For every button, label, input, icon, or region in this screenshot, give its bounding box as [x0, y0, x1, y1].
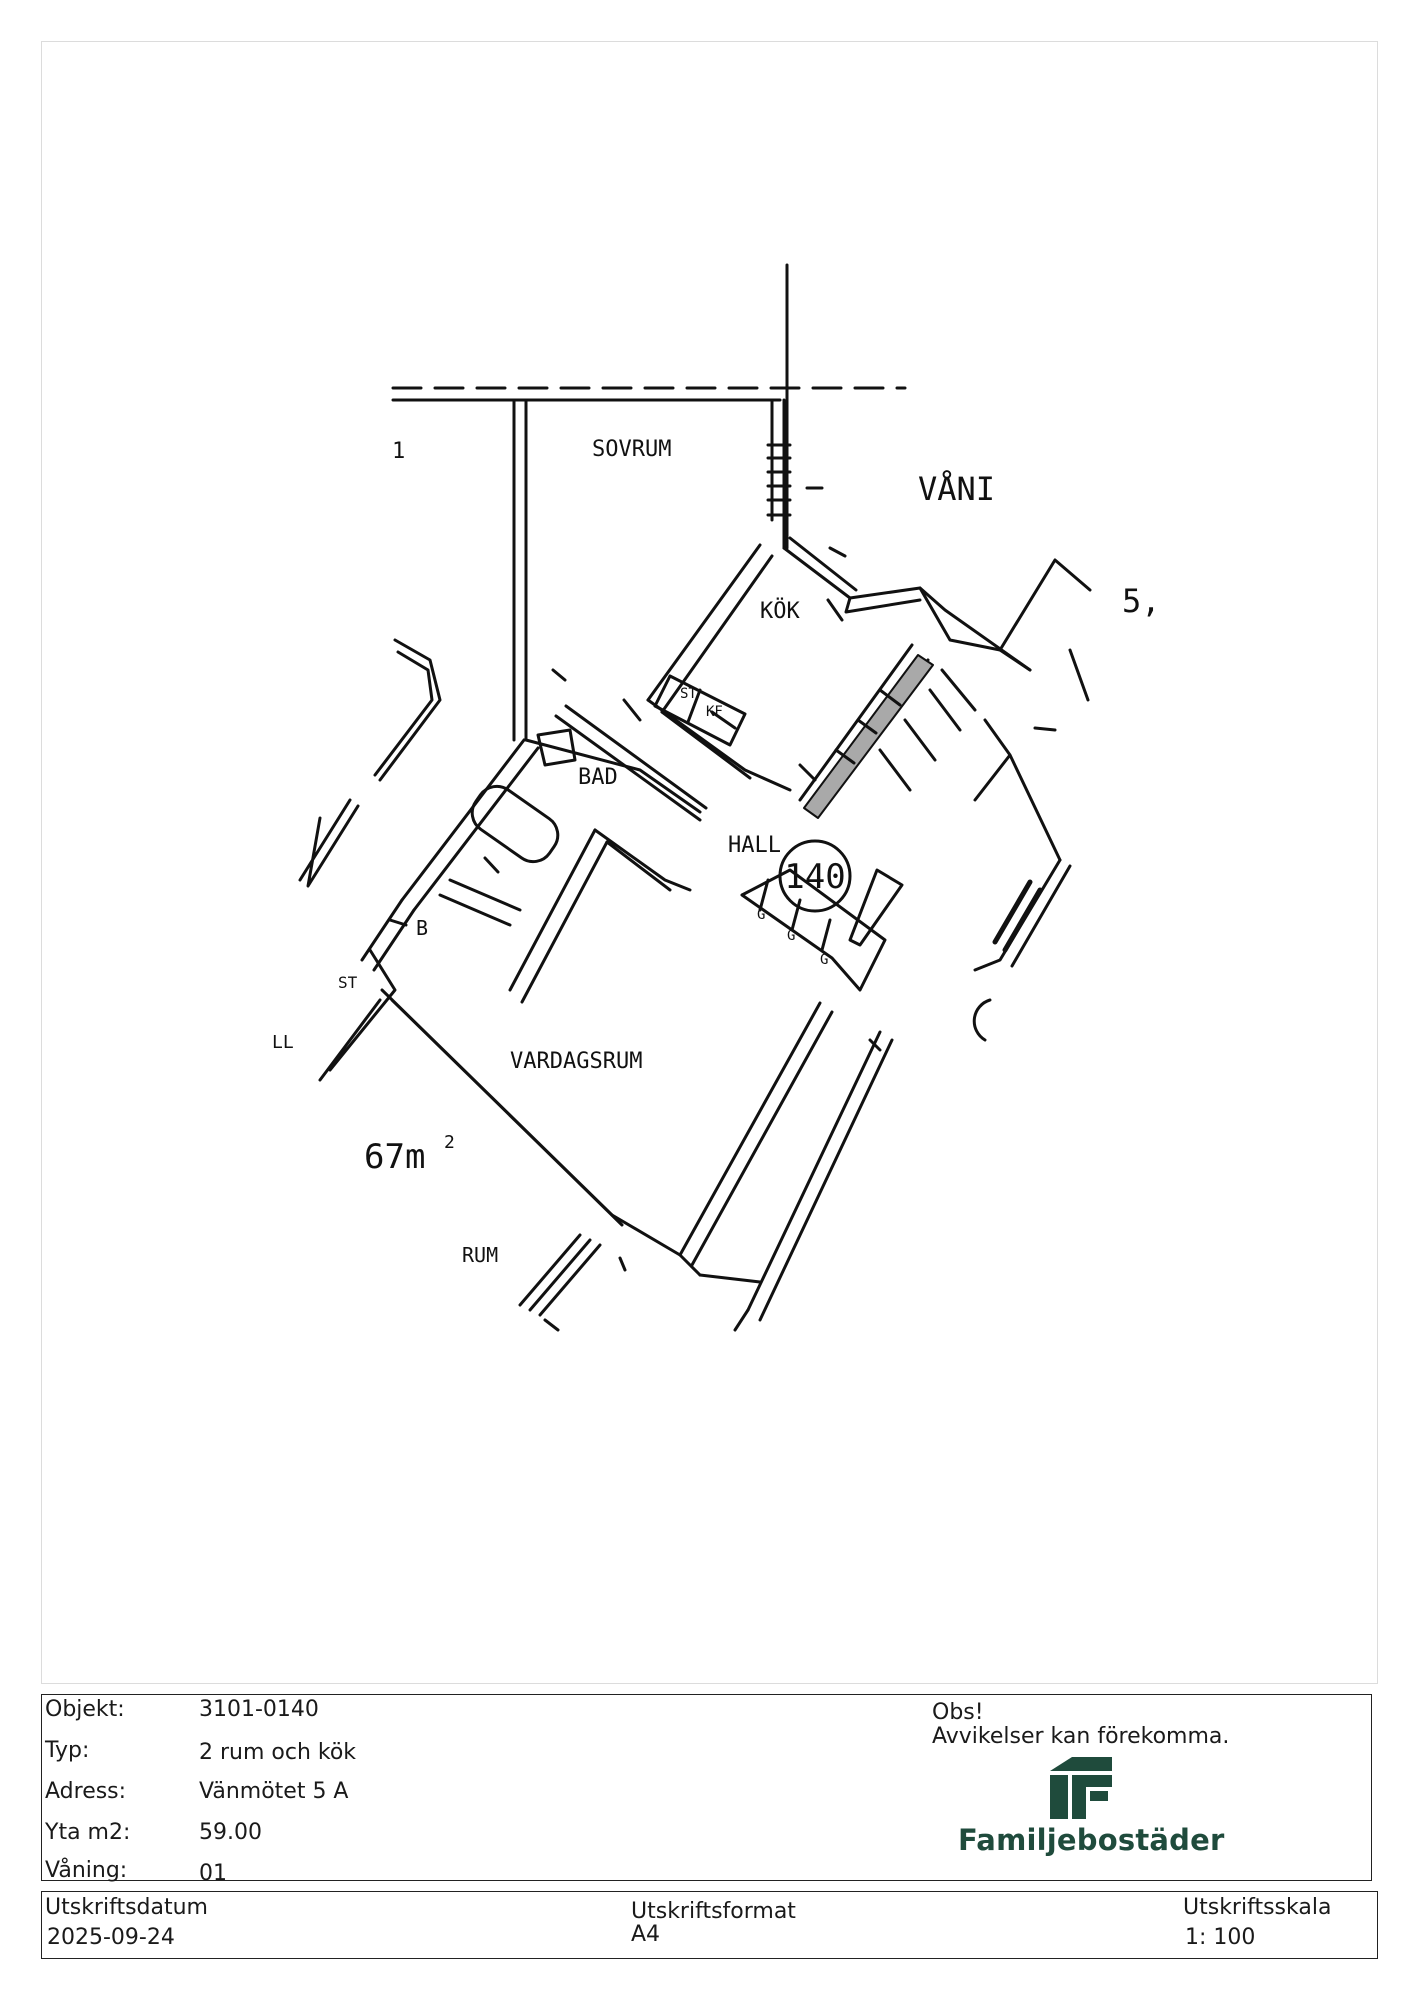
- typ-label: Typ:: [45, 1738, 90, 1763]
- apartment-number: 140: [784, 857, 845, 897]
- typ-value: 2 rum och kök: [199, 1740, 357, 1765]
- label-g-2: G: [787, 928, 795, 944]
- vardagsrum-right-wall: [678, 1001, 834, 1267]
- label-g-3: G: [820, 952, 828, 968]
- label-st-kitchen: ST: [680, 686, 697, 702]
- floor-plan-drawing: SOVRUM KÖK BAD HALL VARDAGSRUM 140 ST KF…: [272, 263, 1161, 1332]
- yta-value: 59.00: [199, 1820, 262, 1845]
- print-info-box: Utskriftsdatum 2025-09-24 Utskriftsforma…: [41, 1891, 1378, 1959]
- bad-sink: [536, 728, 577, 767]
- vardagsrum-left-wall: [380, 988, 624, 1227]
- sovrum-left-wall: [512, 398, 528, 742]
- objekt-value: 3101-0140: [199, 1697, 319, 1722]
- kok-left-wall: [646, 543, 774, 714]
- room-label-vardagsrum: VARDAGSRUM: [510, 1049, 642, 1074]
- five-fragment: 5,: [1122, 582, 1161, 620]
- utskriftsdatum-value: 2025-09-24: [47, 1925, 175, 1950]
- label-b: B: [416, 916, 428, 940]
- van-fragment: VÅNI: [918, 470, 995, 508]
- sovrum-bottom-wall: [524, 738, 702, 814]
- utskriftsdatum-label: Utskriftsdatum: [45, 1895, 208, 1920]
- adress-label: Adress:: [45, 1779, 127, 1804]
- vaning-value: 01: [199, 1861, 227, 1886]
- ll-fragment: LL: [272, 1032, 294, 1053]
- objekt-label: Objekt:: [45, 1697, 125, 1722]
- utskriftsformat-label: Utskriftsformat: [631, 1899, 796, 1924]
- familjebostader-logo-icon: [1050, 1757, 1112, 1819]
- sovrum-right-wall: [770, 398, 786, 550]
- utskriftsskala-label: Utskriftsskala: [1183, 1895, 1332, 1920]
- label-kf: KF: [706, 704, 723, 720]
- room-label-kok: KÖK: [760, 598, 800, 624]
- label-st-neighbor: ST: [338, 973, 358, 992]
- area-superscript: 2: [444, 1132, 455, 1153]
- obs-text: Avvikelser kan förekomma.: [932, 1724, 1230, 1749]
- room-label-bad: BAD: [578, 765, 618, 790]
- utskriftsskala-value: 1: 100: [1185, 1925, 1256, 1950]
- obs-title: Obs!: [932, 1700, 984, 1725]
- floor-plan-frame: [41, 41, 1378, 1684]
- yta-label: Yta m2:: [45, 1820, 131, 1845]
- room-label-hall: HALL: [728, 833, 781, 858]
- brand-name: Familjebostäder: [958, 1823, 1225, 1857]
- label-g-1: G: [757, 907, 765, 923]
- room-fragment-rum: RUM: [462, 1243, 498, 1267]
- vaning-label: Våning:: [45, 1858, 128, 1883]
- one-fragment: 1: [392, 439, 405, 464]
- room-label-sovrum: SOVRUM: [592, 437, 671, 462]
- area-fragment: 67m: [364, 1137, 425, 1177]
- bathtub: [470, 784, 560, 864]
- info-box: Objekt: 3101-0140 Typ: 2 rum och kök Adr…: [41, 1694, 1372, 1886]
- adress-value: Vänmötet 5 A: [199, 1779, 349, 1804]
- utskriftsformat-value: A4: [631, 1922, 661, 1947]
- vardagsrum-inner-wall: [508, 828, 609, 1004]
- apartment-number-circle: [778, 839, 852, 913]
